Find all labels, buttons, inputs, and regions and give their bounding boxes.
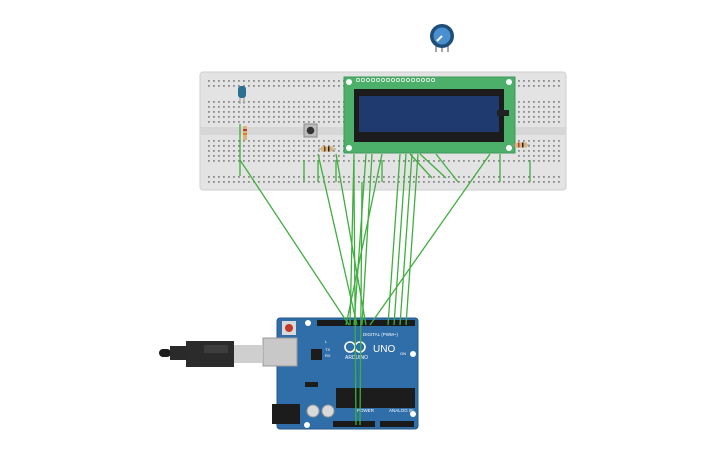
digital-label: DIGITAL (PWM~)	[363, 332, 398, 337]
lcd-display[interactable]	[343, 76, 516, 154]
led[interactable]	[238, 86, 246, 104]
potentiometer[interactable]	[430, 24, 454, 52]
led-resistor[interactable]	[243, 126, 247, 140]
pushbutton[interactable]	[303, 123, 318, 138]
power-label: POWER	[357, 408, 375, 413]
wire	[393, 153, 407, 326]
wire	[345, 153, 383, 326]
wire	[349, 153, 355, 326]
jumper-wires	[239, 153, 491, 426]
on-label: ON	[400, 351, 406, 356]
wire	[359, 181, 363, 426]
lcd-resistor[interactable]	[512, 142, 530, 148]
button-resistor[interactable]	[318, 146, 336, 152]
wire	[239, 159, 350, 326]
tx-label: TX	[325, 347, 330, 352]
rx-label: RX	[325, 353, 331, 358]
wire	[353, 181, 357, 426]
board-model: UNO	[373, 344, 395, 355]
wire	[353, 153, 367, 326]
l-label: L	[325, 339, 328, 344]
lcd-pin-header	[356, 78, 435, 82]
breadboard-jumpers	[239, 124, 531, 183]
analog-label: ANALOG IN	[389, 408, 414, 413]
arduino-uno[interactable]: ARDUINO UNO DIGITAL (PWM~) POWER ANALOG …	[262, 317, 419, 430]
board-brand: ARDUINO	[345, 355, 368, 361]
wire	[361, 153, 373, 326]
wire	[369, 153, 491, 326]
wire	[405, 153, 419, 326]
usb-cable[interactable]	[159, 341, 262, 367]
wire	[399, 153, 413, 326]
